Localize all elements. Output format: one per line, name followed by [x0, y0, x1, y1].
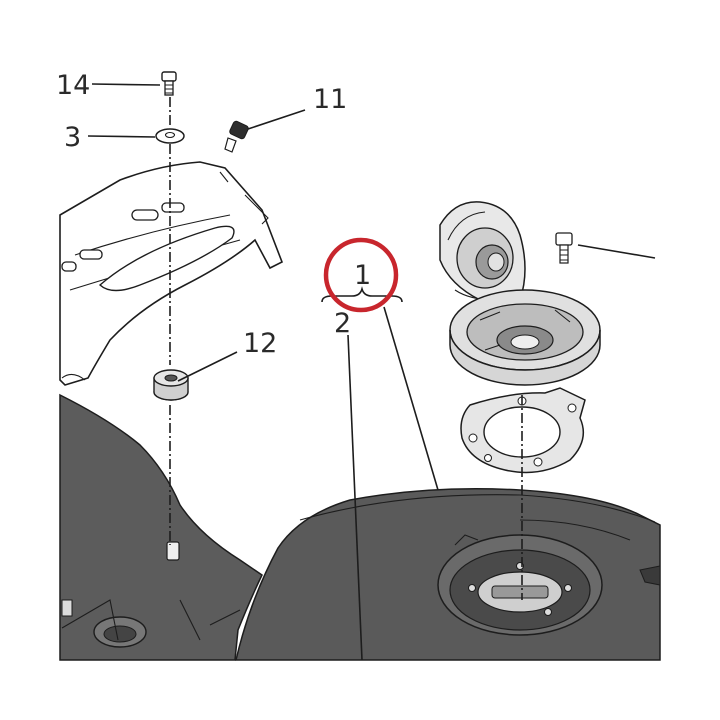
callout-12: 12	[243, 328, 277, 359]
callout-2: 2	[334, 308, 351, 339]
callout-3: 3	[64, 122, 81, 153]
screw-11	[224, 120, 249, 153]
filler-gasket	[460, 387, 586, 474]
fuel-tank	[59, 393, 661, 661]
grommet-12	[153, 369, 189, 401]
highlight-circle	[323, 237, 399, 313]
bolt-14	[161, 71, 177, 96]
callout-11: 11	[313, 84, 347, 115]
callout-14: 14	[56, 70, 90, 101]
fuel-cap-assembly	[439, 201, 601, 386]
leader-lines	[87, 83, 656, 661]
washer-3	[155, 128, 185, 144]
mounting-bracket	[59, 161, 284, 386]
callout-1: 1	[354, 260, 371, 291]
